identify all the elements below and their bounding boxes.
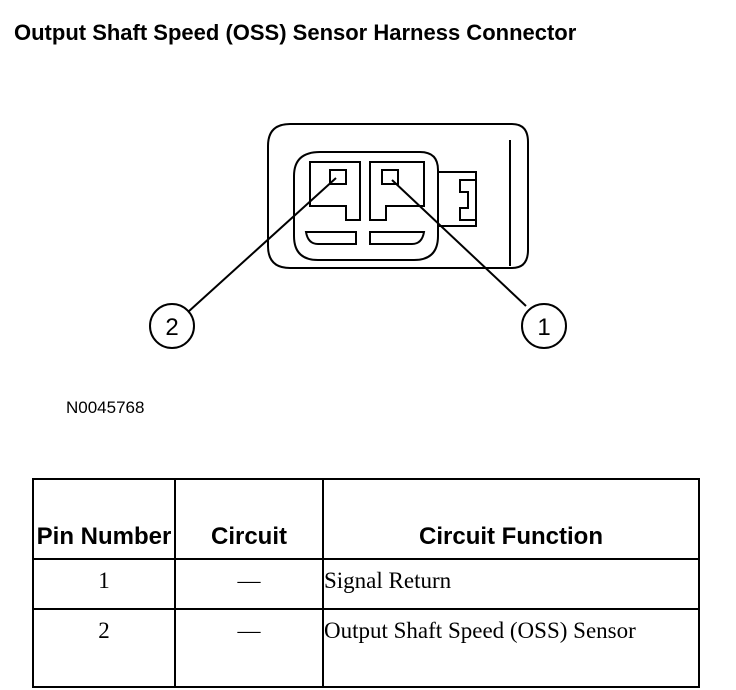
table-row: 2 — Output Shaft Speed (OSS) Sensor <box>32 608 700 688</box>
cell-circuit: — <box>174 608 324 688</box>
connector-housing <box>267 123 529 269</box>
cell-pin: 1 <box>32 558 176 610</box>
cell-pin: 2 <box>32 608 176 688</box>
cell-function: Output Shaft Speed (OSS) Sensor <box>322 608 700 688</box>
terminal-pin-1 <box>369 161 425 221</box>
figure-id: N0045768 <box>66 398 145 417</box>
callout-circle-1 <box>521 303 567 349</box>
table-header-row: Pin Number Circuit Circuit Function <box>32 478 700 560</box>
connector-cavity <box>293 151 439 261</box>
callout-label-2: 2 <box>165 314 178 341</box>
terminal-pin-2 <box>309 161 361 221</box>
connector-diagram: 2 1 <box>149 123 567 349</box>
cell-function: Signal Return <box>322 558 700 610</box>
locking-tab <box>438 171 477 227</box>
terminal-pin-2-window <box>329 169 347 185</box>
bottom-slot-left <box>304 231 357 245</box>
table-row: 1 — Signal Return <box>32 558 700 610</box>
leader-line-1 <box>391 179 527 307</box>
locking-tab-notch <box>459 179 476 221</box>
cell-circuit: — <box>174 558 324 610</box>
leader-line-2 <box>187 177 337 313</box>
pin-table: Pin Number Circuit Circuit Function 1 — … <box>32 478 700 688</box>
callout-label-1: 1 <box>537 314 550 341</box>
header-circuit: Circuit <box>174 478 324 560</box>
callout-circle-2 <box>149 303 195 349</box>
header-pin-number: Pin Number <box>32 478 176 560</box>
page-title: Output Shaft Speed (OSS) Sensor Harness … <box>14 20 577 45</box>
terminal-pin-1-window <box>381 169 399 185</box>
header-circuit-function: Circuit Function <box>322 478 700 560</box>
bottom-slot-right <box>369 231 426 245</box>
